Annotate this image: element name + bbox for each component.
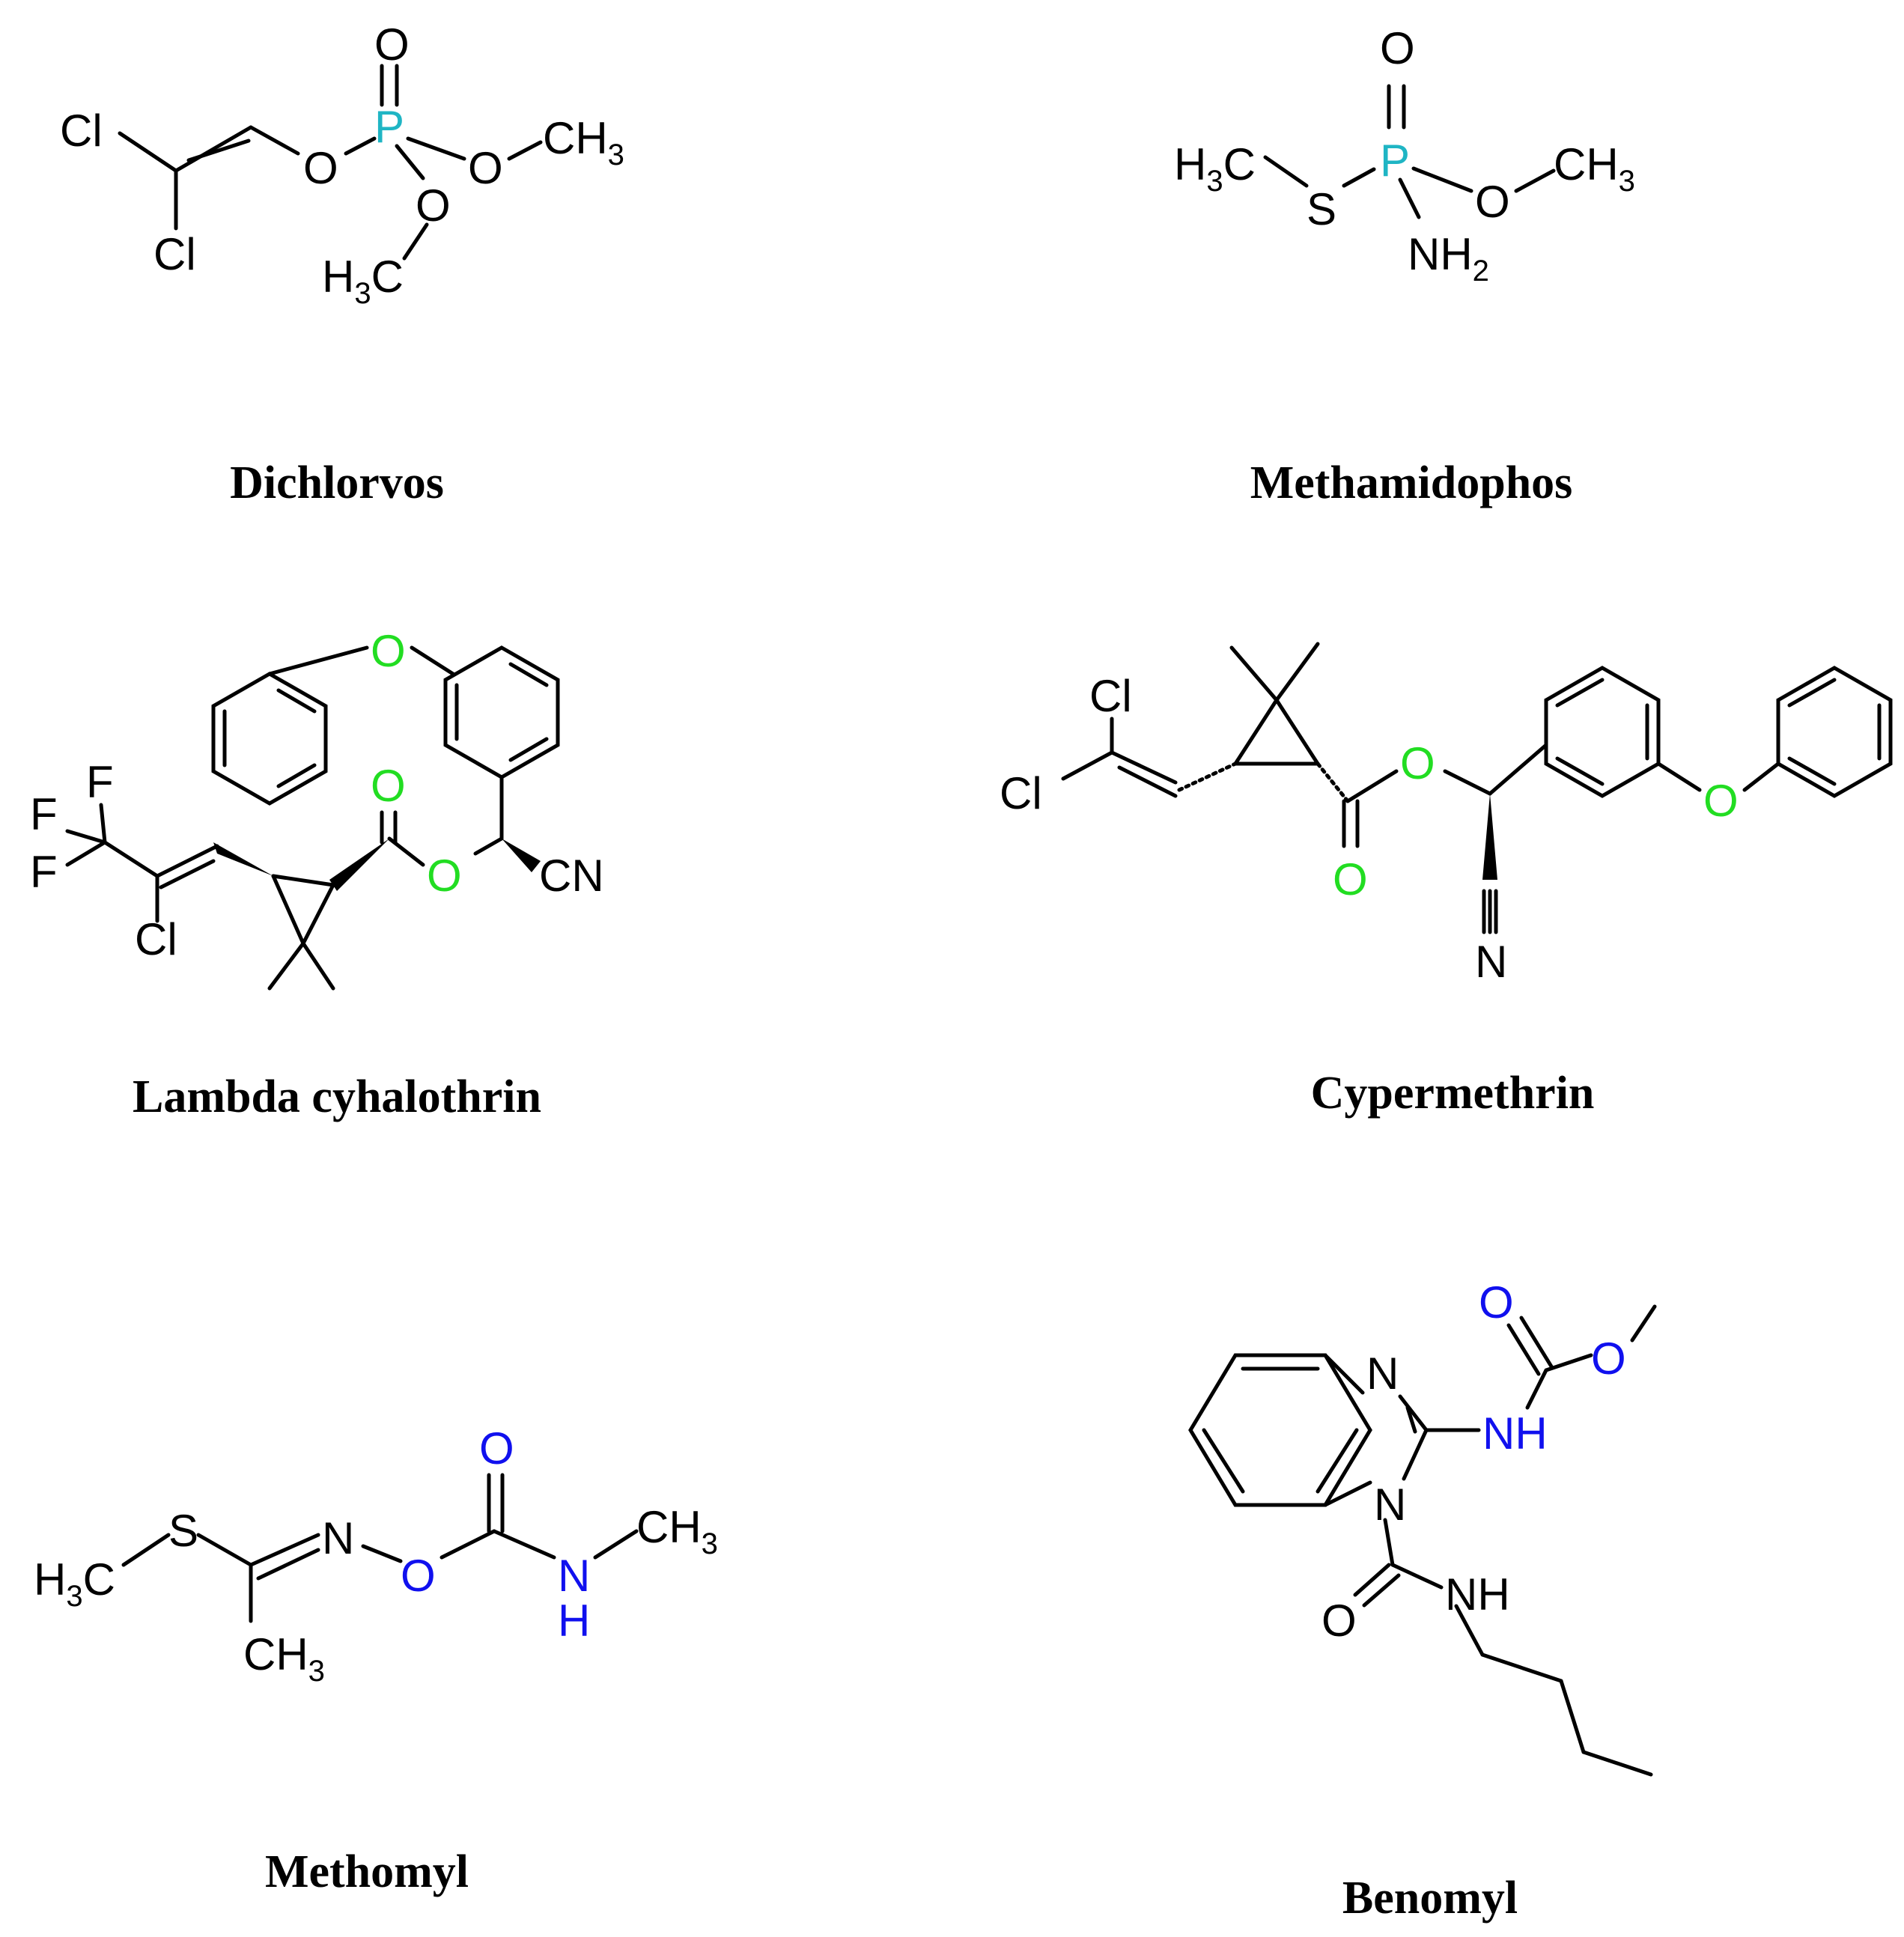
fluorine-atom: F [30,789,58,839]
compound-name-cypermethrin: Cypermethrin [1311,1068,1595,1119]
oxygen-atom: O [468,143,503,193]
nitrile-group: CN [539,851,604,901]
oxygen-atom: O [1333,854,1368,904]
compound-name-methamidophos: Methamidophos [1250,457,1573,508]
methyl-group: CH3 [543,113,624,171]
compound-name-benomyl: Benomyl [1342,1873,1518,1924]
methamidophos-structure: H3C S P O O CH3 NH2 Methamidophos [1174,23,1635,508]
methyl-group: H3C [34,1554,115,1613]
oxygen-atom: O [1479,1277,1514,1328]
methomyl-structure: H3C S N O O N H CH3 CH3 Methomyl [34,1423,718,1897]
methyl-group: CH3 [1554,139,1635,198]
sulfur-atom: S [1307,184,1336,234]
oxygen-atom: O [303,143,338,193]
oxygen-atom: O [1703,776,1739,826]
phosphorus-atom: P [374,102,404,152]
oxygen-atom: O [1380,23,1415,73]
fluorine-atom: F [86,757,114,807]
chlorine-atom: Cl [153,229,196,279]
oxygen-atom: O [1475,177,1510,227]
oxygen-atom: O [1591,1334,1626,1384]
nitrogen-atom: N [322,1513,354,1563]
oxygen-atom: O [1321,1596,1357,1646]
chlorine-atom: Cl [1000,768,1042,818]
methyl-group: H3C [322,252,404,310]
compound-name-dichlorvos: Dichlorvos [230,457,444,508]
nitrogen-atom: N [1374,1480,1406,1530]
dichlorvos-structure: Cl Cl O P O O CH3 O H3C Dichlorvos [60,19,624,508]
nitrogen-atom: N [1475,937,1507,987]
methyl-group: H3C [1174,139,1256,198]
methyl-group: CH3 [636,1502,718,1560]
oxygen-atom: O [401,1551,436,1601]
nh-group: NH [1445,1569,1510,1620]
phosphorus-atom: P [1380,136,1410,186]
oxygen-atom: O [374,19,410,70]
chlorine-atom: Cl [135,914,177,964]
nitrogen-atom: N [558,1551,590,1601]
oxygen-atom: O [1400,738,1435,788]
oxygen-atom: O [371,626,406,676]
amino-group: NH2 [1408,229,1489,288]
cypermethrin-structure: Cl Cl O O O N Cypermethrin [1000,642,1893,1119]
methyl-group: CH3 [243,1629,325,1688]
nh-group: NH [1482,1408,1548,1459]
oxygen-atom: O [371,761,406,811]
chlorine-atom: Cl [60,106,103,156]
oxygen-atom: O [479,1423,514,1474]
hydrogen-atom: H [558,1596,590,1646]
nitrogen-atom: N [1366,1348,1399,1399]
benomyl-structure: N N NH O O NH O Benomyl [1188,1277,1657,1924]
compound-name-lambda-cyhalothrin: Lambda cyhalothrin [133,1071,541,1122]
oxygen-atom: O [427,851,462,901]
compound-name-methomyl: Methomyl [265,1846,469,1897]
oxygen-atom: O [416,180,451,231]
lambda-cyhalothrin-structure: O O O CN F F F Cl Lambda cyhalothrin [30,626,604,1122]
fluorine-atom: F [30,847,58,897]
chlorine-atom: Cl [1089,671,1132,721]
sulfur-atom: S [168,1506,198,1556]
